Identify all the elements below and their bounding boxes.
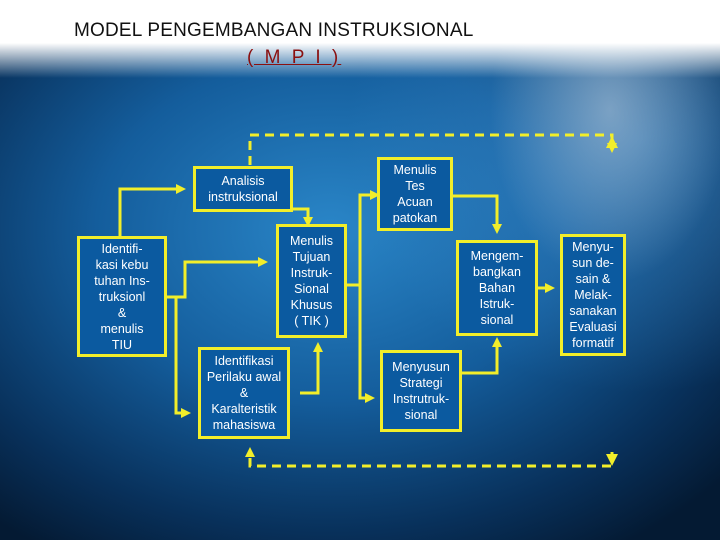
slide-title: MODEL PENGEMBANGAN INSTRUKSIONAL xyxy=(74,20,474,41)
slide-subtitle: ( M P I ) xyxy=(247,47,342,68)
box-menulis-tik: Menulis Tujuan Instruk- Sional Khusus ( … xyxy=(276,224,347,338)
box-analisis-instruksional: Analisis instruksional xyxy=(193,166,293,212)
arrow-tiu-to-tik xyxy=(165,257,268,299)
arrow-analisis-to-tik xyxy=(292,207,313,227)
feedback-arrowhead-down xyxy=(606,454,618,466)
box-menyusun-strategi: Menyusun Strategi Instrutruk- sional xyxy=(380,350,462,432)
arrow-tiu-to-analisis xyxy=(118,184,186,236)
arrow-tik-to-tes xyxy=(347,190,380,287)
arrow-perilaku-to-tik xyxy=(300,342,323,395)
box-label: Mengem- bangkan Bahan Istruk- sional xyxy=(470,249,524,327)
arrow-tes-to-bahan xyxy=(452,194,502,234)
box-identifikasi-perilaku: Identifikasi Perilaku awal & Karalterist… xyxy=(198,347,290,439)
box-label: Menyusun Strategi Instrutruk- sional xyxy=(392,360,450,422)
header-band xyxy=(0,0,720,78)
box-evaluasi-formatif: Menyu- sun de- sain & Melak- sanakan Eva… xyxy=(560,234,626,356)
box-label: Analisis instruksional xyxy=(208,174,278,204)
box-label: Menulis Tes Acuan patokan xyxy=(392,163,438,225)
box-menulis-tes: Menulis Tes Acuan patokan xyxy=(377,157,453,231)
box-mengembangkan-bahan: Mengem- bangkan Bahan Istruk- sional xyxy=(456,240,538,336)
feedback-loop-bottom xyxy=(245,447,614,468)
arrow-tiu-to-perilaku xyxy=(165,295,191,418)
feedback-arrowhead-up xyxy=(606,136,618,148)
box-identifikasi-tiu: Identifi- kasi kebu tuhan Ins- truksionl… xyxy=(77,236,167,357)
box-label: Identifikasi Perilaku awal & Karalterist… xyxy=(206,354,282,432)
box-label: Menyu- sun de- sain & Melak- sanakan Eva… xyxy=(569,240,617,350)
box-label: Menulis Tujuan Instruk- Sional Khusus ( … xyxy=(289,234,334,328)
arrow-tik-to-strategi xyxy=(347,283,375,403)
arrow-strategi-to-bahan xyxy=(462,337,502,375)
feedback-loop-top xyxy=(248,133,617,165)
box-label: Identifi- kasi kebu tuhan Ins- truksionl… xyxy=(94,241,150,352)
